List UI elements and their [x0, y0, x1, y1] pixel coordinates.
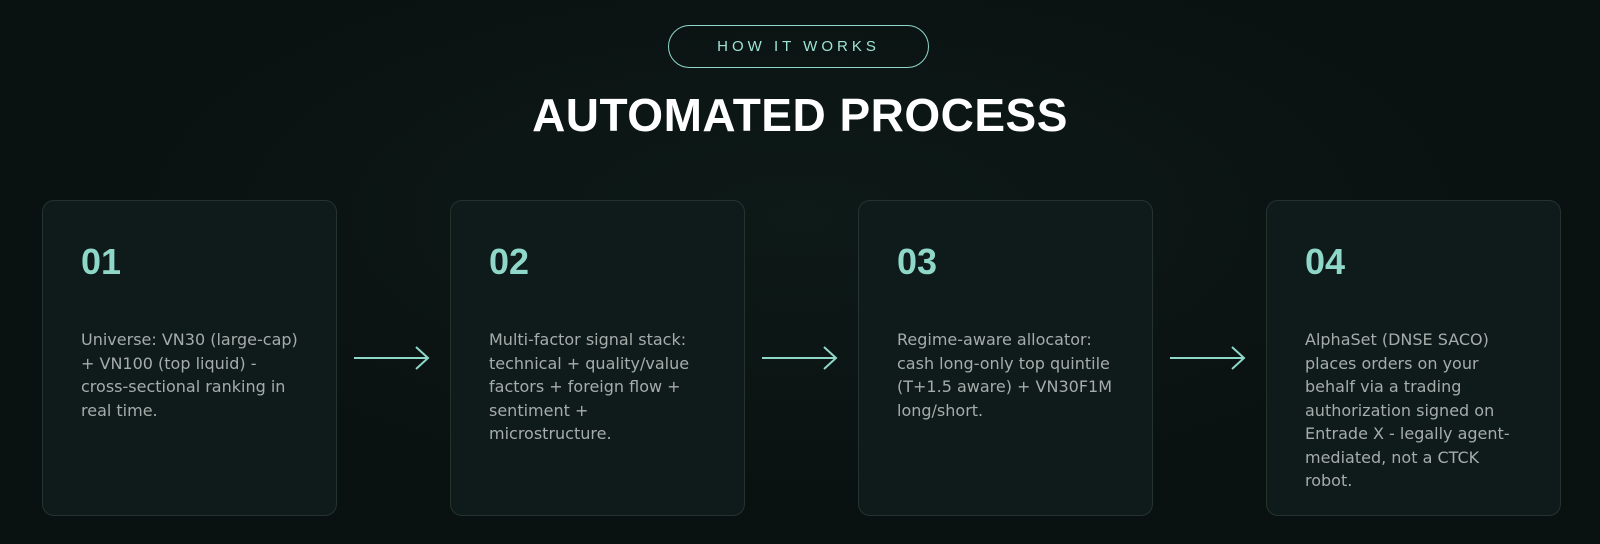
step-card-3: 03 Regime-aware allocator: cash long-onl… [858, 200, 1153, 516]
step-card-2: 02 Multi-factor signal stack: technical … [450, 200, 745, 516]
step-number: 03 [897, 241, 938, 282]
step-card-1: 01 Universe: VN30 (large-cap) + VN100 (t… [42, 200, 337, 516]
step-description: Regime-aware allocator: cash long-only t… [897, 330, 1112, 420]
section-eyebrow-badge: HOW IT WORKS [668, 25, 929, 68]
arrow-right-icon [352, 346, 432, 370]
step-description: Universe: VN30 (large-cap) + VN100 (top … [81, 330, 298, 420]
step-card-4: 04 AlphaSet (DNSE SACO) places orders on… [1266, 200, 1561, 516]
step-number: 01 [81, 241, 122, 282]
step-number: 04 [1305, 241, 1346, 282]
arrow-right-icon [760, 346, 840, 370]
arrow-right-icon [1168, 346, 1248, 370]
step-description: AlphaSet (DNSE SACO) places orders on yo… [1305, 330, 1510, 490]
step-number: 02 [489, 241, 530, 282]
step-description: Multi-factor signal stack: technical + q… [489, 330, 690, 443]
section-title: AUTOMATED PROCESS [532, 89, 1068, 141]
